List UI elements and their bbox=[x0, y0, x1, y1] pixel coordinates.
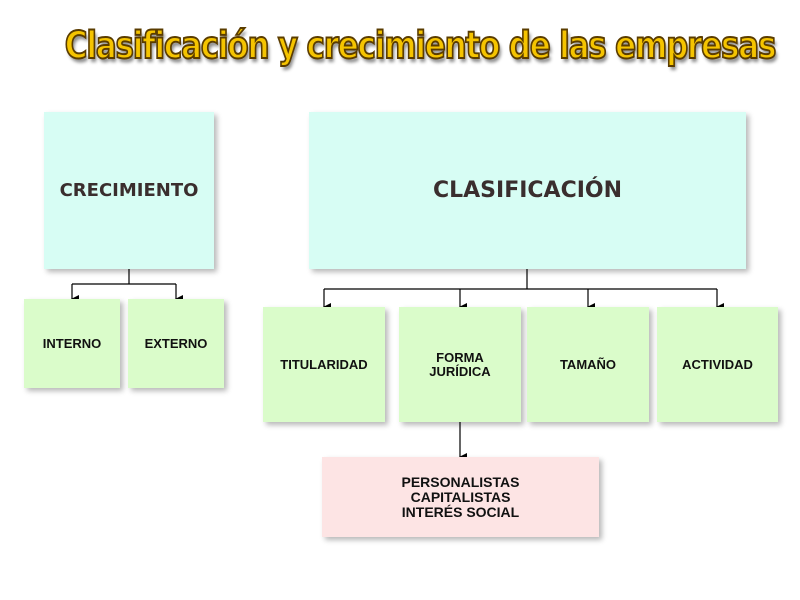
forma-juridica-box: FORMA JURÍDICA bbox=[399, 307, 521, 422]
externo-label: EXTERNO bbox=[144, 335, 208, 351]
diagram-title: Clasificación y crecimiento de las empre… bbox=[64, 23, 777, 69]
tipo-interes-social: INTERÉS SOCIAL bbox=[401, 503, 520, 520]
tipo-personalistas: PERSONALISTAS bbox=[401, 473, 520, 490]
clasificacion-box: CLASIFICACIÓN bbox=[309, 112, 746, 269]
tamano-box: TAMAÑO bbox=[527, 307, 649, 422]
crecimiento-label: CRECIMIENTO bbox=[59, 180, 199, 201]
actividad-label: ACTIVIDAD bbox=[682, 356, 753, 372]
interno-label: INTERNO bbox=[42, 335, 102, 351]
interno-box: INTERNO bbox=[24, 299, 120, 388]
actividad-box: ACTIVIDAD bbox=[657, 307, 778, 422]
titularidad-box: TITULARIDAD bbox=[263, 307, 385, 422]
forma-juridica-label: FORMA JURÍDICA bbox=[429, 349, 491, 379]
crecimiento-box: CRECIMIENTO bbox=[44, 112, 214, 269]
tipo-capitalistas: CAPITALISTAS bbox=[410, 488, 511, 505]
clasificacion-label: CLASIFICACIÓN bbox=[432, 178, 623, 203]
tipos-box: PERSONALISTAS CAPITALISTAS INTERÉS SOCIA… bbox=[322, 457, 599, 537]
titularidad-label: TITULARIDAD bbox=[280, 356, 368, 372]
externo-box: EXTERNO bbox=[128, 299, 224, 388]
tamano-label: TAMAÑO bbox=[559, 356, 617, 372]
